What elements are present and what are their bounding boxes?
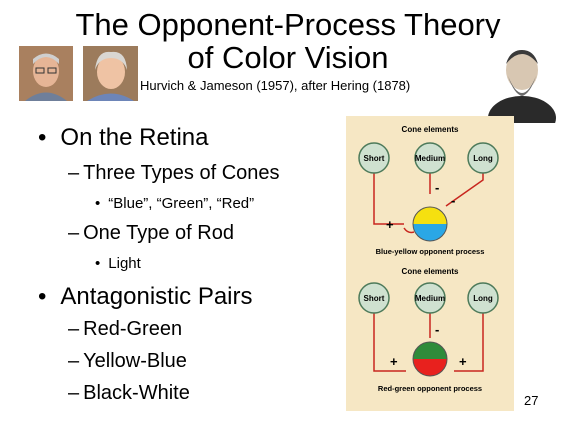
bottom-connections [373, 313, 484, 372]
top-caption: Blue-yellow opponent process [376, 247, 485, 256]
hering-portrait-photo [484, 38, 559, 123]
bottom-short-cone: Short [358, 282, 390, 314]
hurvich-portrait-photo [19, 46, 73, 101]
bullet-black-white: Black-White [68, 382, 190, 405]
top-medium-label: Medium [415, 154, 445, 163]
top-plus: + [386, 217, 394, 232]
bullet-cone-colors: “Blue”, “Green”, “Red” [95, 195, 254, 212]
bottom-minus: - [435, 322, 439, 337]
slide-subtitle: Hurvich & Jameson (1957), after Hering (… [140, 78, 411, 93]
top-medium-cone: Medium [414, 142, 446, 174]
bottom-short-label: Short [364, 294, 385, 303]
bottom-long-cone: Long [467, 282, 499, 314]
bottom-long-label: Long [473, 294, 493, 303]
yellow-blue-disc [412, 206, 448, 242]
bullet-yellow-blue: Yellow-Blue [68, 350, 187, 373]
bottom-plus-1: + [390, 354, 398, 369]
bullet-one-type-of-rod: One Type of Rod [68, 222, 234, 245]
jameson-portrait-photo [83, 46, 138, 101]
bullet-light: Light [95, 255, 141, 272]
top-short-label: Short [364, 154, 385, 163]
bottom-plus-2: + [459, 354, 467, 369]
top-long-label: Long [473, 154, 493, 163]
top-short-cone: Short [358, 142, 390, 174]
green-red-disc [412, 341, 448, 377]
top-long-cone: Long [467, 142, 499, 174]
bullet-on-the-retina: On the Retina [38, 124, 208, 152]
bullet-red-green: Red-Green [68, 318, 182, 341]
bottom-cone-elements-heading: Cone elements [402, 267, 459, 276]
top-connections [373, 173, 484, 234]
bullet-antagonistic-pairs: Antagonistic Pairs [38, 283, 252, 311]
slide-title: The Opponent-Process Theory of Color Vis… [70, 8, 506, 74]
bottom-medium-label: Medium [415, 294, 445, 303]
top-minus-1: - [435, 180, 439, 195]
top-cone-elements-heading: Cone elements [402, 125, 459, 134]
top-minus-2: - [451, 193, 455, 208]
bullet-three-types-of-cones: Three Types of Cones [68, 162, 279, 185]
page-number: 27 [524, 393, 539, 408]
title-line-2: of Color Vision [187, 40, 389, 75]
bottom-caption: Red-green opponent process [378, 384, 482, 393]
opponent-process-diagram: Cone elements Short Medium Long - - + Bl… [346, 116, 514, 411]
title-line-1: The Opponent-Process Theory [75, 7, 501, 42]
bottom-medium-cone: Medium [414, 282, 446, 314]
